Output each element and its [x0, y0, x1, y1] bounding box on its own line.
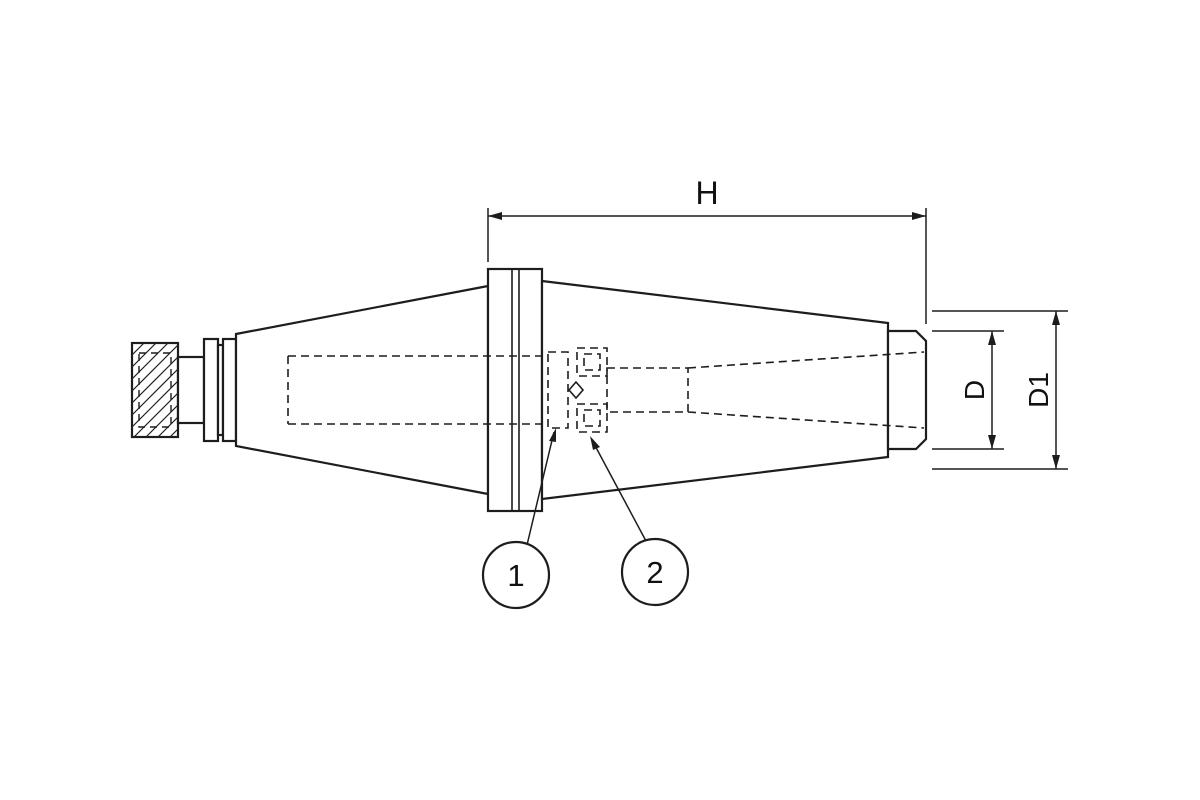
callout-2-label: 2	[646, 555, 663, 590]
ring-1	[202, 337, 220, 443]
callout-2: 2	[590, 436, 690, 607]
callout-1-label: 1	[507, 558, 524, 593]
threaded-stud	[130, 341, 180, 439]
thread-root-hidden-line	[138, 352, 172, 428]
ring-2	[221, 337, 238, 443]
neck	[176, 355, 206, 425]
d1-arrow-top-icon	[1052, 311, 1060, 325]
morse-taper-socket-hidden	[687, 351, 925, 429]
callout-2-leader	[591, 439, 647, 542]
inner-bore-hidden	[606, 367, 689, 413]
dimension-d1: D1	[932, 310, 1068, 470]
callout-2-arrow-icon	[590, 436, 600, 450]
h-arrow-left-icon	[488, 212, 502, 220]
iso-taper-cone	[234, 284, 490, 496]
callout-1: 1	[481, 428, 556, 610]
dimension-d1-label: D1	[1023, 372, 1054, 408]
callout-2-balloon	[620, 537, 690, 607]
flange	[486, 267, 544, 513]
dimension-h-label: H	[695, 175, 718, 211]
dimension-h-lines	[487, 208, 927, 324]
clamp-screw-top-hidden	[576, 347, 608, 377]
h-arrow-right-icon	[912, 212, 926, 220]
hidden-internal-features	[287, 347, 925, 433]
d1-arrow-bottom-icon	[1052, 455, 1060, 469]
callout-1-balloon	[481, 540, 551, 610]
dimension-d1-lines	[932, 310, 1068, 470]
clamp-screw-bottom-hidden	[576, 403, 608, 433]
spacer-rings	[202, 337, 238, 443]
callout-1-arrow-icon	[549, 428, 556, 442]
body-cone	[540, 279, 890, 501]
tool-holder-part	[130, 267, 928, 513]
callout-1-leader	[526, 431, 555, 546]
left-bore-hidden-lines	[287, 355, 548, 425]
dimension-d: D	[932, 330, 1004, 450]
d-arrow-top-icon	[988, 331, 996, 345]
detent-marker-icon	[567, 380, 585, 400]
d-arrow-bottom-icon	[988, 435, 996, 449]
dimension-h: H	[487, 175, 927, 324]
end-cap	[886, 329, 928, 451]
dimension-d-label: D	[959, 380, 990, 400]
flange-body	[486, 267, 544, 513]
